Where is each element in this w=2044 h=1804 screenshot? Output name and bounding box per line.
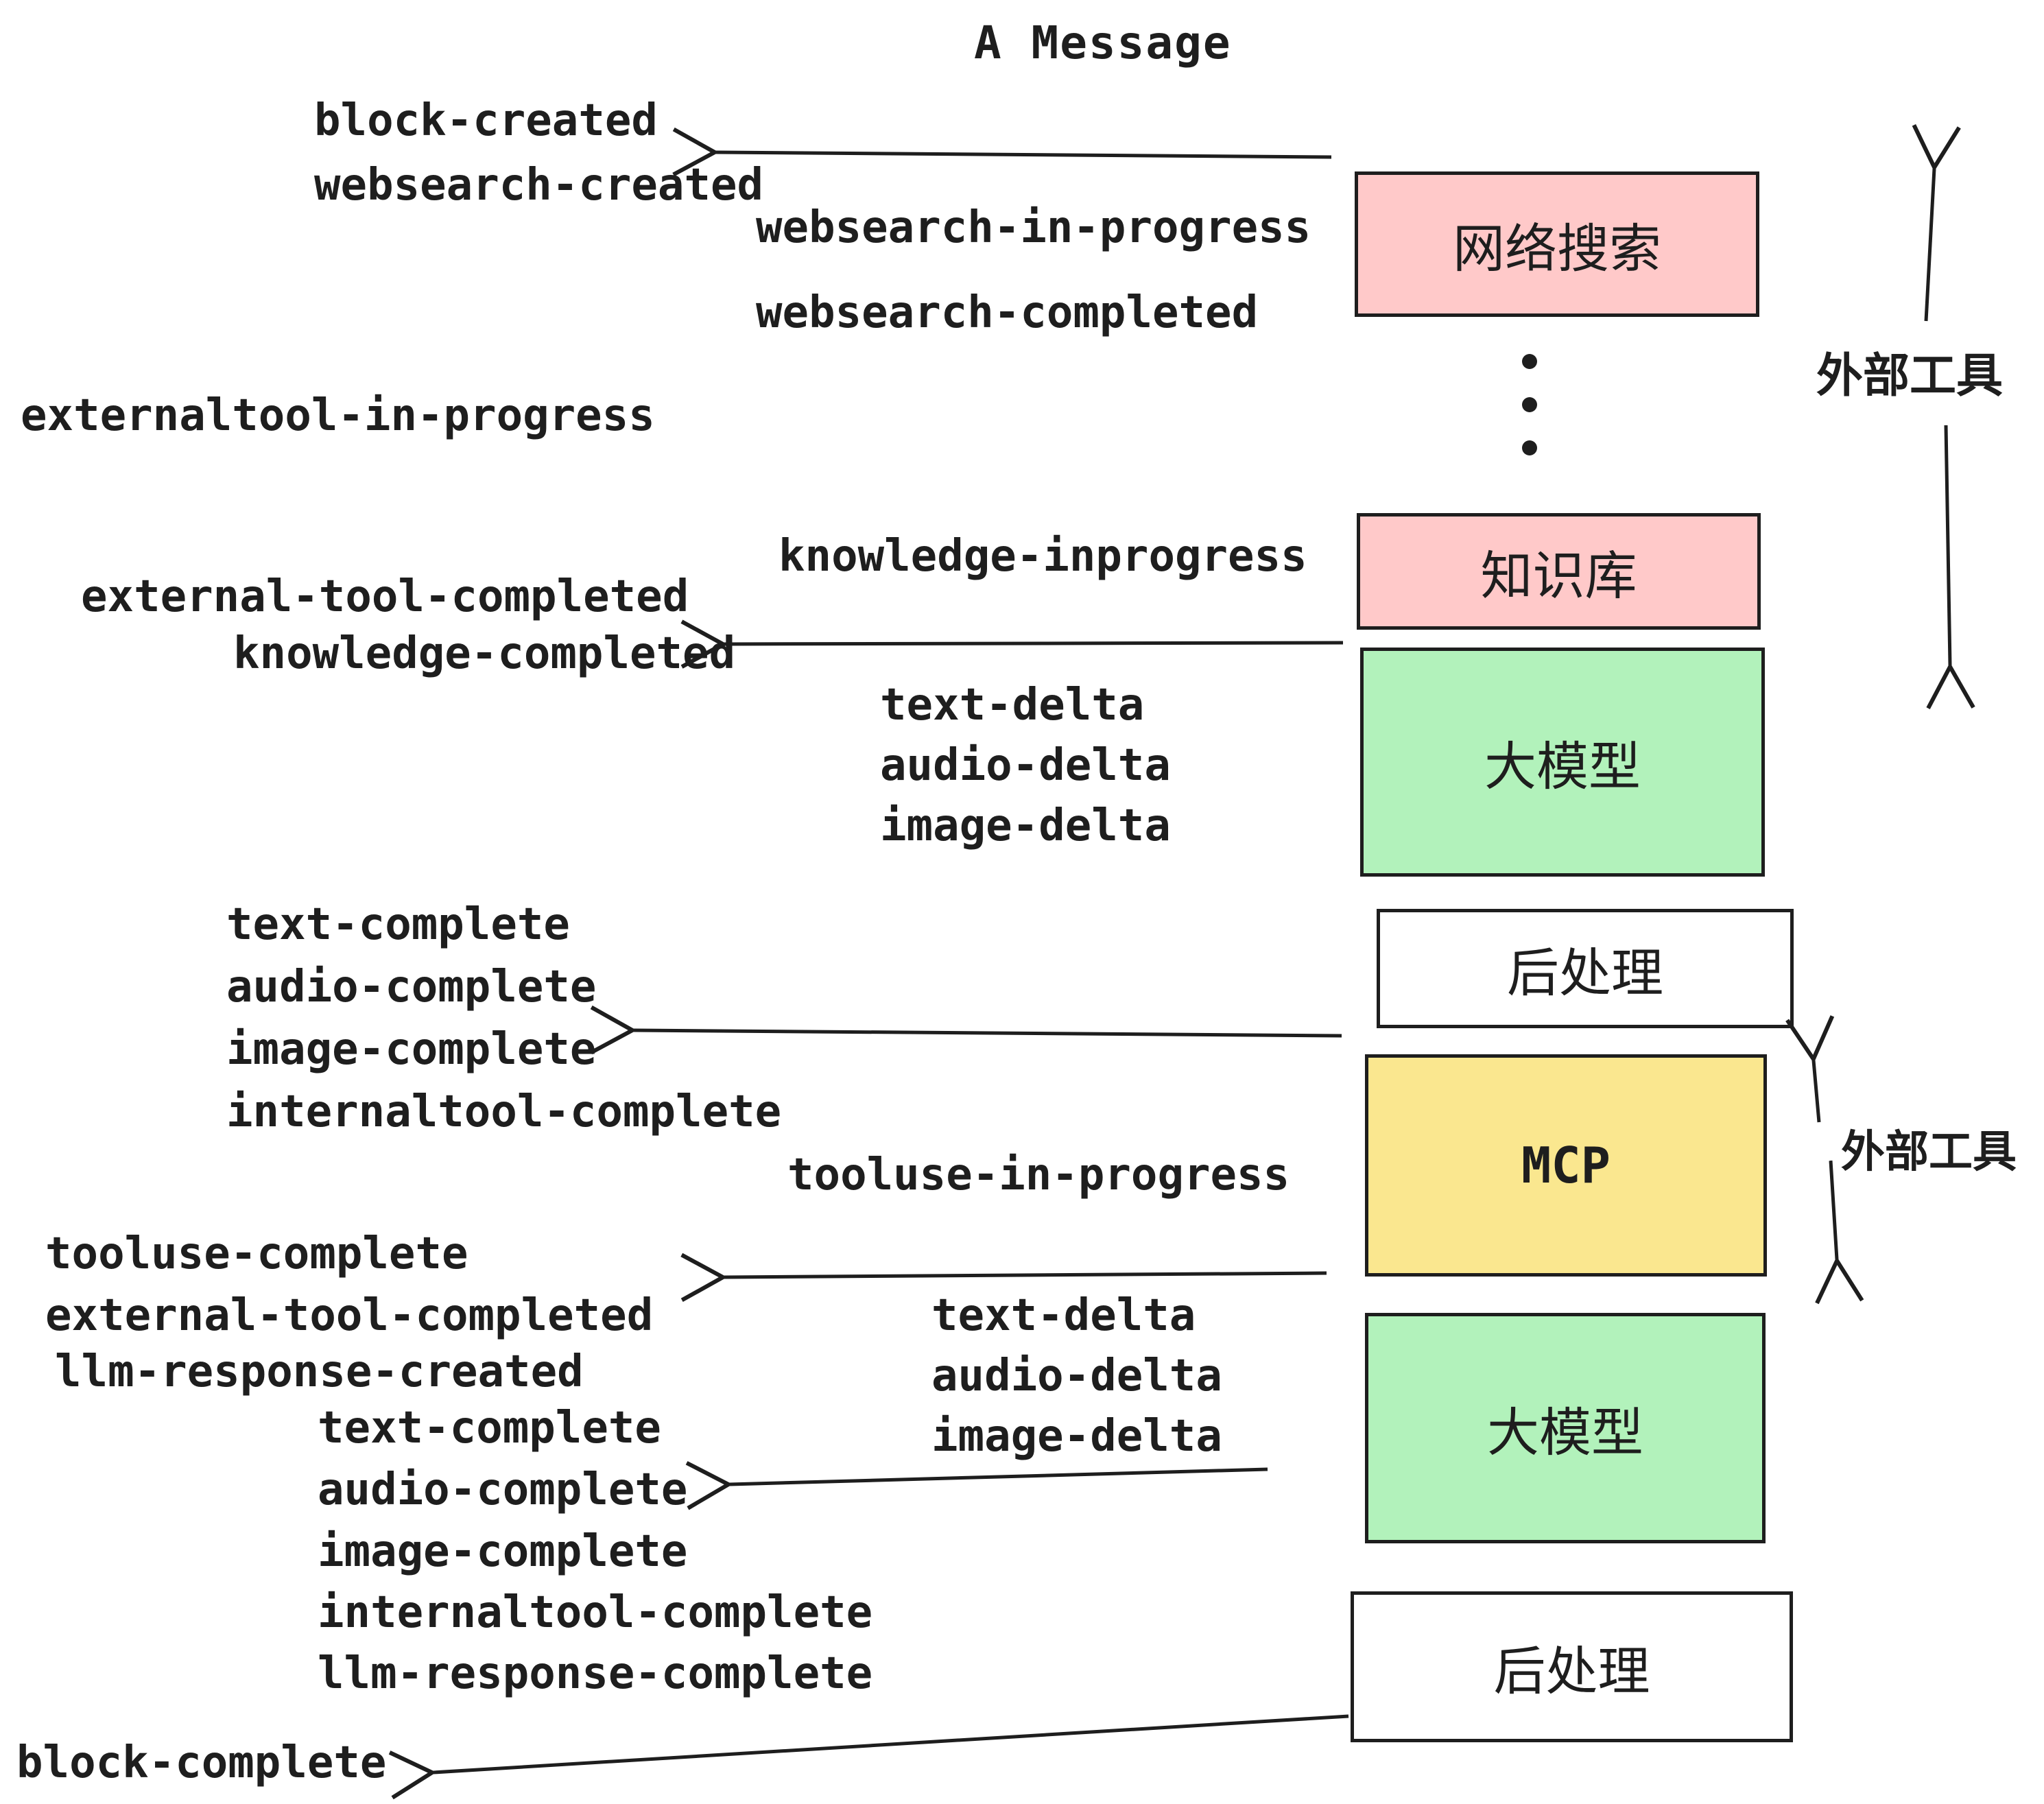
box-llm-2-label: 大模型 — [1487, 1404, 1643, 1462]
box-knowledge-label: 知识库 — [1480, 547, 1637, 606]
event-label-knowledge-inprogress: knowledge-inprogress — [779, 531, 1307, 582]
event-label-websearch-created: websearch-created — [314, 160, 764, 211]
arrow-mcp-external-down — [1815, 1160, 1864, 1305]
arrow-block-complete — [388, 1714, 1349, 1800]
event-label-tooluse-complete: tooluse-complete — [45, 1229, 468, 1279]
box-mcp-label: MCP — [1521, 1137, 1611, 1194]
event-label-block-created: block-created — [314, 95, 658, 146]
event-label-image-delta: image-delta — [880, 800, 1171, 851]
box-websearch: 网络搜索 — [1355, 171, 1759, 317]
vertical-ellipsis-icon — [1522, 354, 1537, 455]
event-label-audio-delta: audio-delta — [880, 740, 1171, 791]
event-label-internaltool-complete: internaltool-complete — [226, 1087, 782, 1137]
event-label-tooluse-in-progress: tooluse-in-progress — [787, 1150, 1290, 1200]
box-llm-1-label: 大模型 — [1484, 738, 1641, 796]
event-label-text-complete: text-complete — [226, 899, 570, 950]
box-mcp: MCP — [1365, 1054, 1767, 1277]
event-label-text-delta: text-delta — [880, 680, 1145, 731]
box-postprocess-1-label: 后处理 — [1507, 945, 1663, 1003]
event-label-llm-response-complete: llm-response-complete — [318, 1648, 873, 1699]
box-postprocess-2-label: 后处理 — [1493, 1643, 1650, 1701]
box-llm-1: 大模型 — [1360, 648, 1765, 877]
box-llm-2: 大模型 — [1365, 1313, 1766, 1543]
event-label-websearch-completed: websearch-completed — [756, 287, 1259, 338]
arrow-external-tools-down — [1926, 425, 1975, 709]
arrow-mcp-external-up — [1785, 1015, 1835, 1123]
arrow-llm-complete — [685, 1461, 1268, 1510]
box-postprocess-2: 后处理 — [1351, 1591, 1793, 1742]
event-label-audio-delta-2: audio-delta — [931, 1351, 1222, 1401]
arrow-external-tools-up — [1912, 124, 1961, 322]
event-label-internaltool-complete-2: internaltool-complete — [318, 1587, 873, 1638]
external-tools-label-top: 外部工具 — [1816, 350, 2004, 402]
event-label-externaltool-in-progress: externaltool-in-progress — [21, 390, 655, 441]
arrow-knowledge-completed — [680, 619, 1344, 669]
box-postprocess-1: 后处理 — [1377, 909, 1794, 1028]
event-label-image-complete: image-complete — [226, 1024, 597, 1075]
event-label-image-delta-2: image-delta — [931, 1411, 1222, 1462]
event-label-text-delta-2: text-delta — [931, 1290, 1196, 1341]
event-label-block-complete: block-complete — [16, 1737, 387, 1788]
event-label-image-complete-2: image-complete — [318, 1526, 688, 1577]
event-label-websearch-in-progress: websearch-in-progress — [756, 202, 1311, 253]
box-knowledge: 知识库 — [1357, 513, 1761, 630]
page-title: A Message — [974, 16, 1232, 69]
event-label-audio-complete-2: audio-complete — [318, 1464, 688, 1515]
event-label-external-tool-completed-2: external-tool-completed — [45, 1290, 654, 1341]
event-label-external-tool-completed: external-tool-completed — [81, 571, 689, 622]
event-label-audio-complete: audio-complete — [226, 962, 597, 1012]
box-websearch-label: 网络搜索 — [1453, 220, 1661, 278]
arrow-tooluse-complete — [680, 1253, 1327, 1303]
arrow-internal-complete — [590, 1005, 1342, 1055]
external-tools-label-mcp: 外部工具 — [1841, 1127, 2017, 1176]
event-label-text-complete-2: text-complete — [318, 1403, 661, 1453]
event-label-llm-response-created: llm-response-created — [55, 1346, 584, 1397]
event-label-knowledge-completed: knowledge-completed — [233, 628, 736, 679]
arrow-websearch-created — [672, 127, 1332, 177]
